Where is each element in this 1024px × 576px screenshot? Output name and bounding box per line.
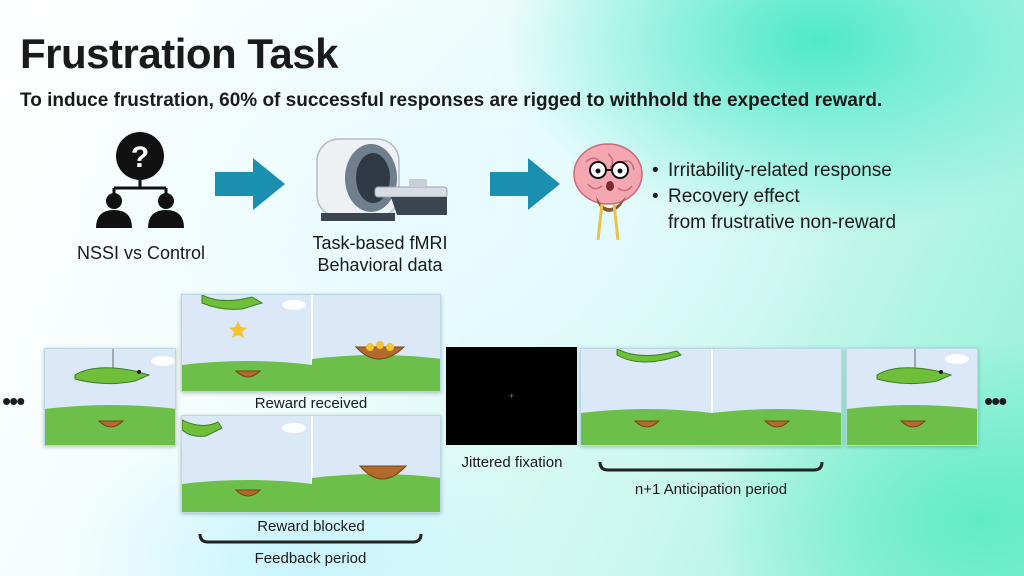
reward-blocked-panel xyxy=(181,415,441,513)
jittered-fixation-label: Jittered fixation xyxy=(461,454,563,471)
svg-text:?: ? xyxy=(131,141,149,174)
page-title: Frustration Task xyxy=(20,30,338,77)
fixation-panel: + xyxy=(446,347,577,445)
bullet-glyph: • xyxy=(652,160,659,181)
outcome-item-continuation: from frustrative non-reward xyxy=(668,212,897,233)
arrow-right-icon xyxy=(490,158,560,210)
mri-scanner-icon xyxy=(316,138,448,221)
outcome-item: • Recovery effect xyxy=(652,184,896,210)
trial-start-panel xyxy=(44,348,176,446)
anticipation-period-label: n+1 Anticipation period xyxy=(634,481,788,498)
page-subtitle: To induce frustration, 60% of successful… xyxy=(20,90,883,111)
mri-line-1: Task-based fMRI xyxy=(312,233,448,253)
bullet-glyph: • xyxy=(652,186,659,207)
outcomes-list: • Irritability-related response • Recove… xyxy=(652,158,896,236)
trial-next-panel xyxy=(846,348,978,446)
mri-line-2: Behavioral data xyxy=(317,255,443,275)
reward-blocked-label: Reward blocked xyxy=(257,518,365,535)
anticipation-panel xyxy=(580,348,842,446)
outcome-item: • Irritability-related response xyxy=(652,158,896,184)
ellipsis-right: ••• xyxy=(984,386,1007,416)
ellipsis-left: ••• xyxy=(2,386,25,416)
arrow-right-icon xyxy=(215,158,285,210)
anticipation-bracket xyxy=(598,461,824,472)
groups-label: NSSI vs Control xyxy=(76,243,206,263)
reward-received-label: Reward received xyxy=(254,395,368,412)
brain-character-icon xyxy=(573,143,643,241)
feedback-period-label: Feedback period xyxy=(254,550,367,567)
feedback-bracket xyxy=(198,533,423,544)
people-question-icon: ? xyxy=(96,132,184,228)
reward-received-panel xyxy=(181,294,441,392)
